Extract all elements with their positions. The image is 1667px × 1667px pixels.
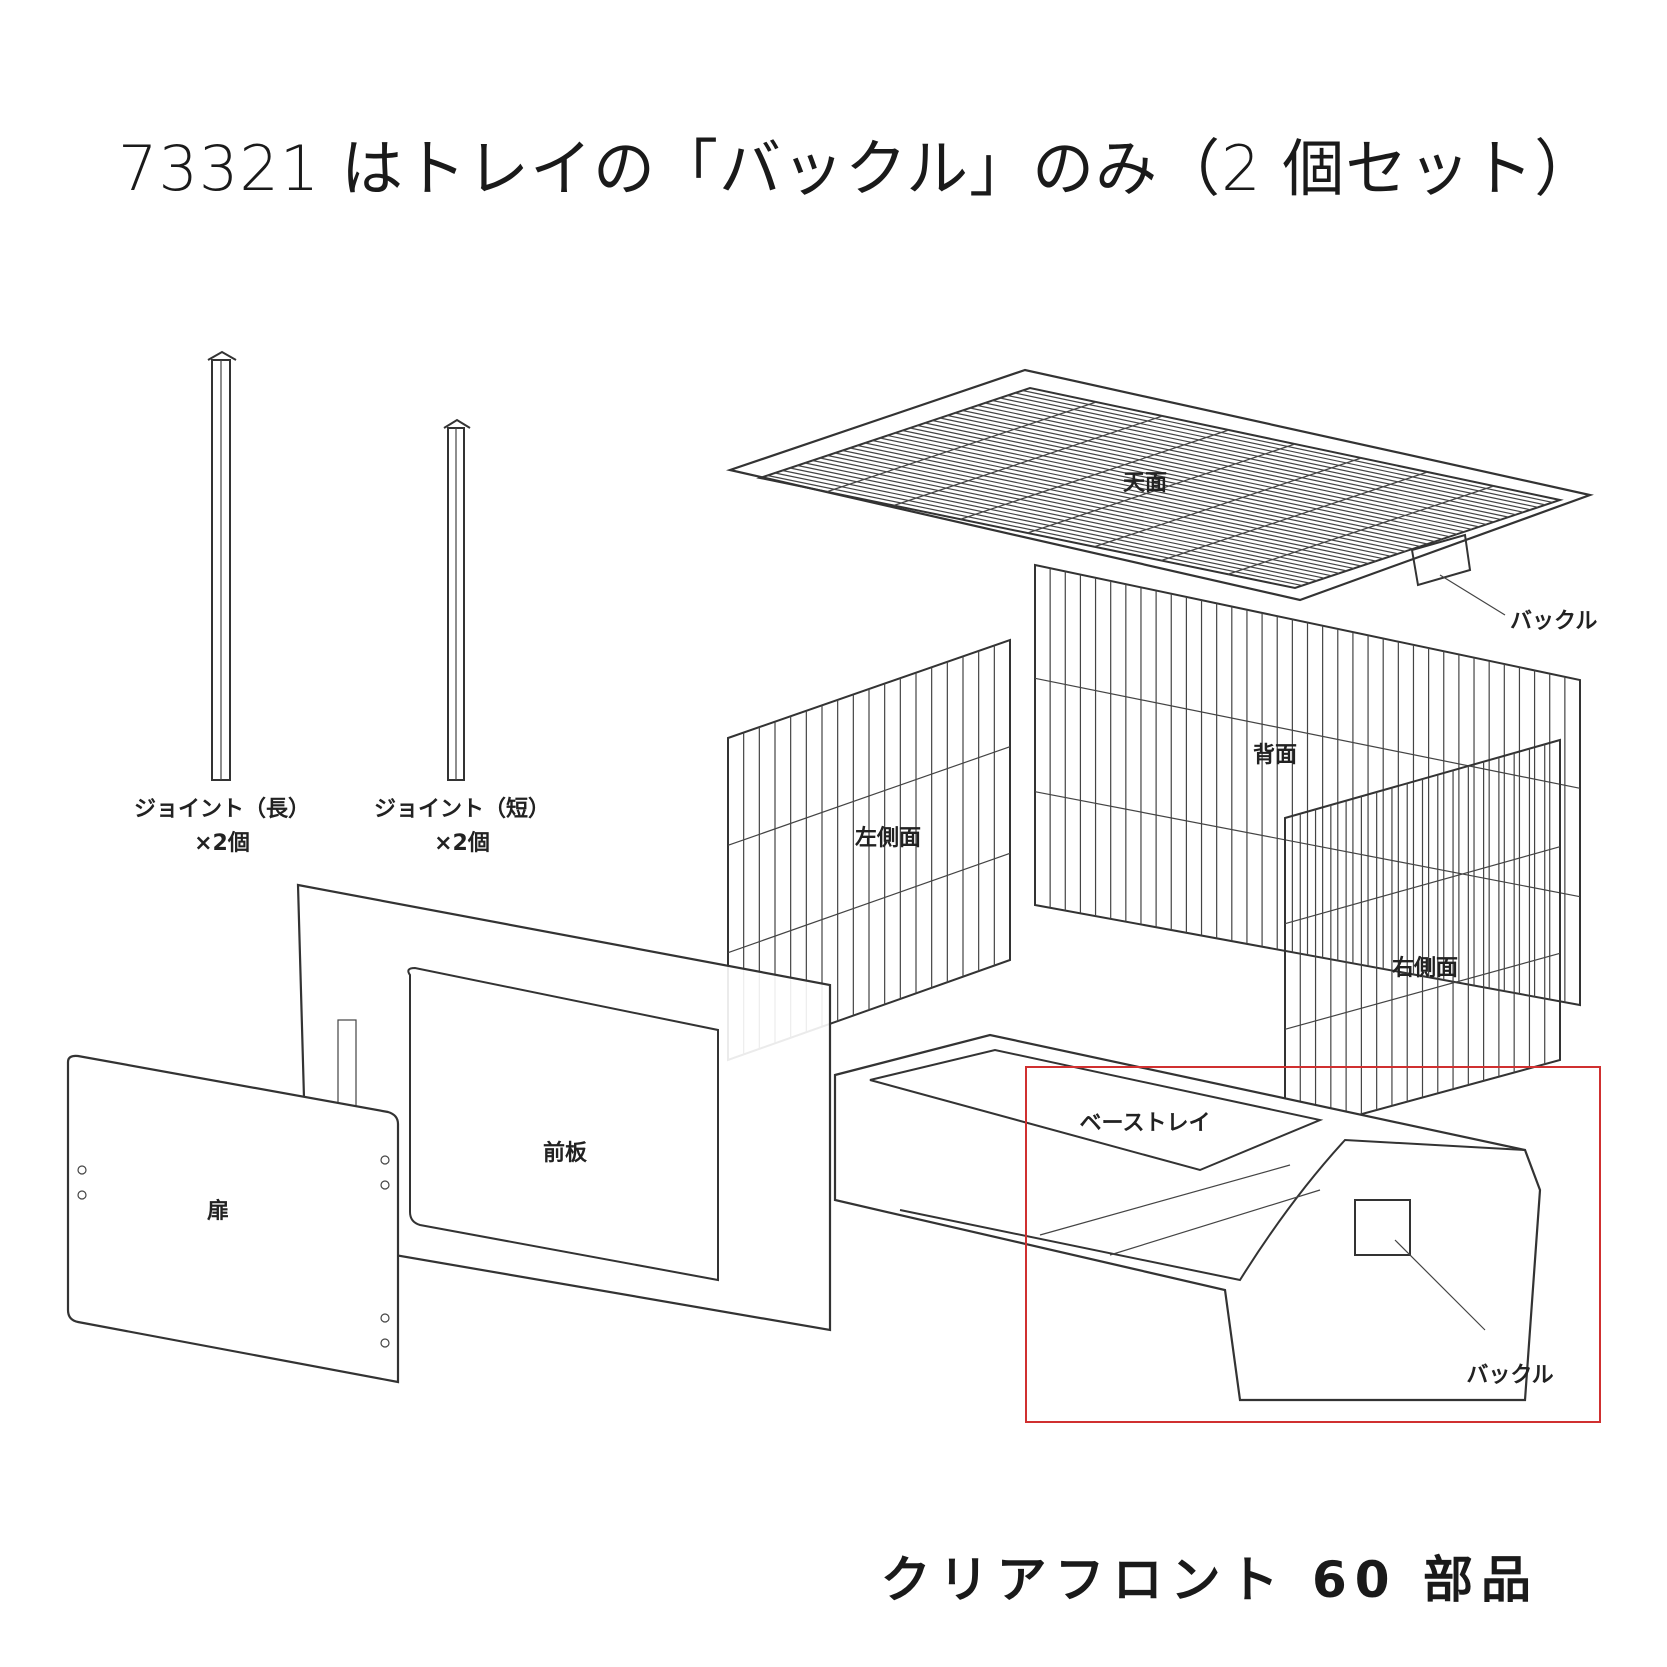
tray-buckle: [1354, 1199, 1411, 1256]
grid-line: [1094, 457, 1362, 548]
base-tray: [833, 1033, 1542, 1402]
highlight-box: [1025, 1066, 1601, 1423]
top-panel: [725, 368, 1594, 616]
top-buckle: [1410, 533, 1472, 587]
label-base-tray: ベーストレイ: [1080, 1111, 1211, 1136]
label-buckle-tray: バックル: [1466, 1363, 1553, 1388]
back-panel: [1034, 563, 1581, 1007]
grid-line: [727, 852, 1011, 954]
label-joint-long: ジョイント（長）: [134, 797, 310, 822]
grid-line: [1034, 677, 1581, 789]
grid-line: [826, 401, 1097, 493]
label-joint-long-qty: ×2個: [194, 831, 250, 856]
grid-line: [893, 415, 1163, 507]
grid-line: [1161, 471, 1428, 562]
label-buckle-top: バックル: [1510, 609, 1597, 634]
grid-line: [960, 429, 1229, 520]
label-front-panel: 前板: [543, 1140, 588, 1166]
grid-line: [1284, 846, 1561, 925]
label-top: 天面: [1123, 471, 1167, 496]
product-parts-title: クリアフロント 60 部品: [880, 1551, 1539, 1609]
label-joint-short: ジョイント（短）: [374, 797, 550, 822]
label-joint-short-qty: ×2個: [434, 831, 490, 856]
door: [66, 1054, 400, 1384]
page-heading: 73321 はトレイの「バックル」のみ（2 個セット）: [118, 132, 1598, 205]
label-back: 背面: [1253, 743, 1297, 768]
grid-line: [1227, 485, 1494, 575]
joint-long: [207, 350, 237, 781]
grid-line: [1284, 952, 1561, 1030]
grid-line: [727, 746, 1011, 846]
grid-line: [1027, 443, 1296, 534]
label-left-side: 左側面: [855, 825, 921, 851]
label-door: 扉: [207, 1198, 229, 1224]
right-side-panel: [1284, 738, 1561, 1137]
grid-line: [1034, 791, 1581, 898]
label-right-side: 右側面: [1392, 956, 1458, 981]
joint-short: [443, 418, 471, 781]
